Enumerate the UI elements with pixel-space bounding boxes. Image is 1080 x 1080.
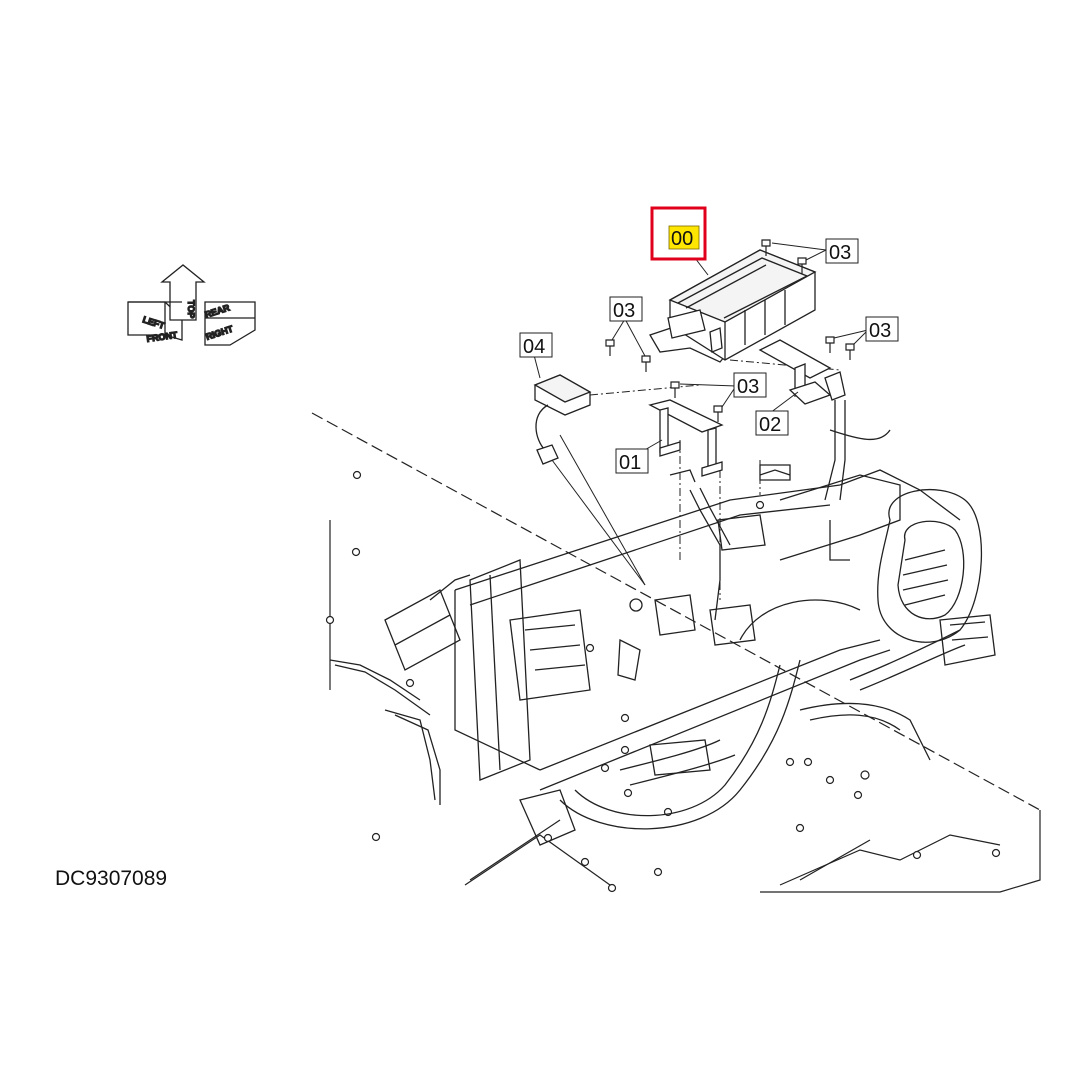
svg-text:04: 04 xyxy=(523,336,545,358)
module-04 xyxy=(533,374,646,586)
bolts xyxy=(605,239,855,422)
orient-top: TOP xyxy=(186,300,196,318)
callout-03-center: 03 xyxy=(733,372,767,398)
callout-04: 04 xyxy=(519,332,553,358)
main-control-unit xyxy=(649,249,817,363)
svg-text:02: 02 xyxy=(759,414,781,436)
callout-03-left: 03 xyxy=(609,296,643,322)
bolt-icon xyxy=(605,339,615,356)
bolt-icon xyxy=(761,239,771,256)
orientation-marker: FRONT LEFT TOP REAR RIGHT xyxy=(127,264,256,346)
frame-and-harness xyxy=(329,400,996,846)
bolt-icon xyxy=(641,355,651,372)
bracket-01 xyxy=(648,399,724,477)
callout-leaders xyxy=(533,242,869,456)
document-code: DC9307089 xyxy=(55,867,167,890)
leader-lines xyxy=(559,434,646,586)
orient-front: FRONT xyxy=(146,330,179,344)
svg-text:03: 03 xyxy=(613,300,635,322)
svg-text:00: 00 xyxy=(671,228,693,250)
chassis-base-plate xyxy=(311,412,1041,893)
callout-02: 02 xyxy=(755,410,789,436)
svg-text:03: 03 xyxy=(829,242,851,264)
svg-text:03: 03 xyxy=(869,320,891,342)
bolt-icon xyxy=(825,336,835,353)
highlight-fill xyxy=(668,225,700,250)
callout-03-top: 03 xyxy=(825,238,859,264)
highlight-frame xyxy=(650,206,707,261)
bolt-icon xyxy=(713,405,723,422)
svg-text:03: 03 xyxy=(737,376,759,398)
svg-text:01: 01 xyxy=(619,452,641,474)
callout-labels: 03 03 03 03 04 02 01 00 xyxy=(519,206,899,474)
bracket-02 xyxy=(758,339,846,405)
bolt-icon xyxy=(797,257,807,274)
callout-03-right: 03 xyxy=(865,316,899,342)
callout-01: 01 xyxy=(615,448,649,474)
bolt-icon xyxy=(670,381,680,398)
bolt-icon xyxy=(845,343,855,360)
callout-00-highlighted[interactable]: 00 xyxy=(650,206,707,261)
